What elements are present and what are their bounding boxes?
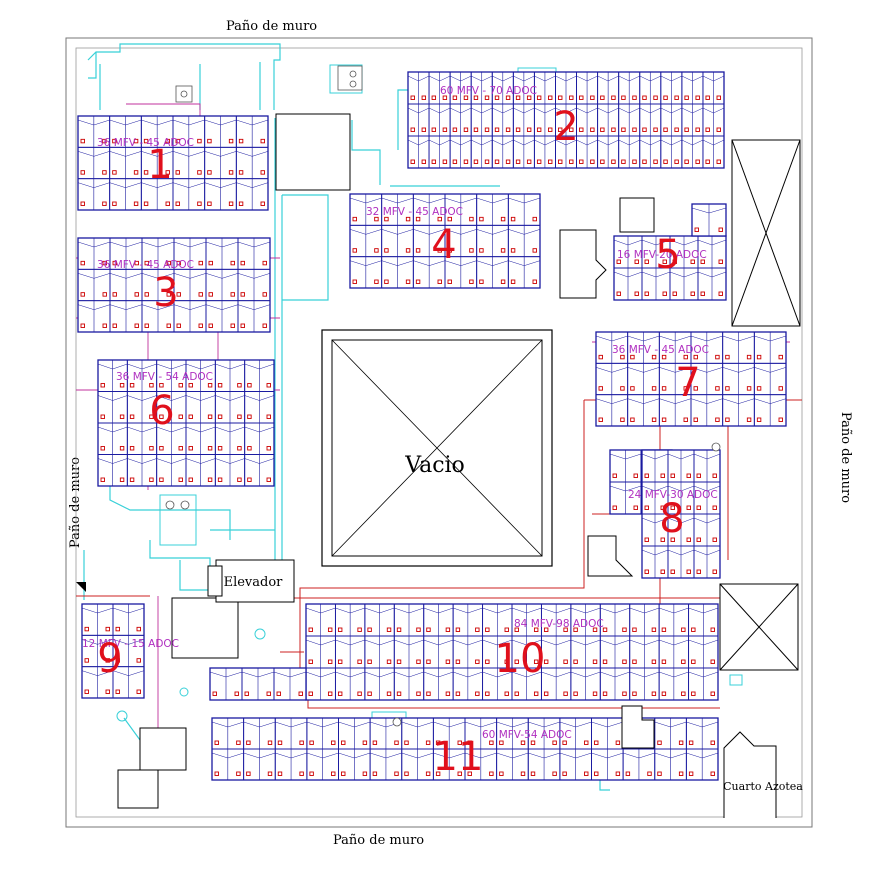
elevator-label: Elevador: [224, 575, 284, 590]
panel-array-9: [81, 603, 145, 699]
solar-panel: [702, 135, 725, 169]
panel-array-6: [97, 359, 275, 487]
panel-array-3: [77, 237, 271, 333]
panel-array-5: [613, 203, 727, 301]
solar-panel: [244, 422, 275, 455]
solar-panel: [576, 103, 599, 137]
solar-panel: [112, 666, 145, 699]
wall-label-top: Paño de muro: [226, 19, 318, 34]
solar-panel: [691, 203, 727, 237]
solar-panel: [511, 667, 542, 701]
solar-panel: [702, 71, 725, 105]
section-capacity-2: 60 MFV - 70 ADOC: [440, 85, 537, 97]
panel-array-10: [209, 603, 719, 701]
void-shaft: [321, 329, 553, 567]
section-capacity-1: 36 MFV - 45 ADOC: [97, 137, 194, 149]
north-marker: [76, 582, 86, 592]
pipe-network: [83, 43, 610, 791]
panel-array-2: [407, 71, 725, 169]
section-number-11: 11: [433, 734, 484, 780]
solar-panel: [235, 178, 269, 211]
section-capacity-6: 36 MFV - 54 ADOC: [116, 371, 213, 383]
solar-panel: [591, 748, 624, 781]
solar-panel: [205, 300, 239, 333]
building-inner-boundary: [75, 47, 803, 818]
section-capacity-4: 32 MFV - 45 ADOC: [366, 206, 463, 218]
solar-panel: [185, 454, 216, 487]
section-number-6: 6: [149, 388, 174, 434]
skylight-boxes: [719, 139, 801, 671]
panel-array-7: [595, 331, 787, 427]
section-capacity-7: 36 MFV - 45 ADOC: [612, 344, 709, 356]
section-number-8: 8: [659, 496, 684, 542]
section-number-1: 1: [147, 142, 172, 188]
solar-panel: [496, 748, 529, 781]
section-capacity-11: 60 MFV-54 ADOC: [482, 729, 572, 741]
panel-array-8: [609, 449, 721, 579]
solar-panel: [667, 481, 695, 515]
solar-panel: [685, 717, 719, 750]
solar-panel: [570, 667, 601, 701]
solar-panel: [507, 256, 541, 289]
solar-panel: [697, 267, 727, 301]
section-capacity-10: 84 MFV-98 ADOC: [514, 618, 604, 630]
void-label: Vacio: [404, 453, 465, 478]
solar-panel: [660, 135, 683, 169]
solar-panel: [381, 256, 414, 289]
solar-panel: [654, 748, 687, 781]
section-number-5: 5: [655, 232, 680, 278]
section-capacity-5: 16 MFV-20 ADOC: [617, 249, 707, 261]
outlet-boxes: [165, 65, 721, 727]
roof-room-label: Cuarto Azotea: [723, 780, 803, 793]
building-outer-boundary: [65, 37, 813, 828]
solar-panel: [244, 454, 275, 487]
solar-panel: [412, 193, 446, 226]
solar-panel: [753, 394, 787, 427]
section-number-2: 2: [553, 104, 578, 150]
solar-panel: [273, 667, 307, 701]
panel-array-4: [349, 193, 541, 289]
section-number-10: 10: [495, 636, 546, 682]
panel-array-1: [77, 115, 269, 211]
solar-panel: [688, 667, 719, 701]
elevator-room: [207, 559, 295, 603]
solar-panel: [690, 394, 724, 427]
section-capacity-8: 24 MFV-30 ADOC: [628, 489, 718, 501]
solar-panel: [237, 300, 271, 333]
solar-panel: [693, 545, 721, 579]
section-number-7: 7: [675, 360, 700, 406]
solar-panel: [77, 178, 111, 211]
rooftop-structures: [117, 113, 655, 809]
solar-panel: [423, 667, 454, 701]
section-capacity-3: 36 MFV - 45 ADOC: [97, 259, 194, 271]
solar-panel: [753, 362, 787, 396]
section-number-3: 3: [153, 270, 178, 316]
section-number-9: 9: [97, 636, 122, 682]
wall-label-bottom: Paño de muro: [333, 833, 425, 848]
solar-panel-arrays: [77, 71, 787, 781]
section-number-4: 4: [431, 222, 456, 268]
solar-panel: [685, 748, 719, 781]
roof-room: [723, 731, 777, 818]
section-capacity-9: 12 MFV - 15 ADOC: [82, 638, 179, 650]
